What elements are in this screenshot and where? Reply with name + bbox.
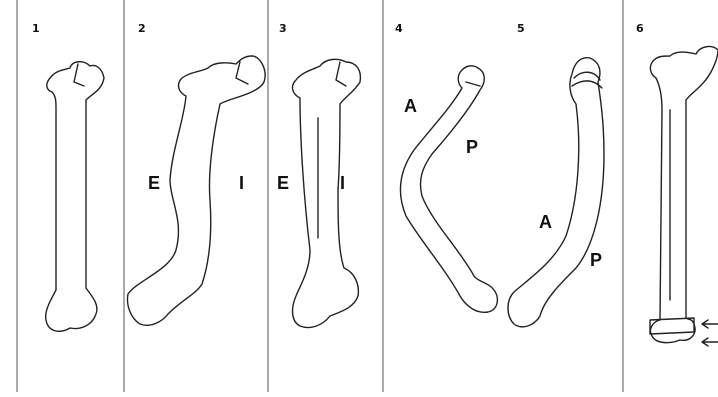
bone-3-neck [336,62,346,86]
arrow-icon [702,320,718,346]
bone-1-neck [74,64,84,86]
label-external: E [148,173,160,194]
bone-5 [508,58,604,327]
label-posterior: P [466,137,478,158]
panel-number: 3 [279,22,287,35]
bone-4-head [466,82,480,86]
bone-5-head [572,72,602,88]
panel-number: 6 [636,22,644,35]
label-internal: I [340,173,345,194]
bone-2-neck [236,62,248,84]
label-anterior: A [539,212,552,233]
panel-number: 5 [517,22,525,35]
panel-number: 4 [395,22,403,35]
label-posterior: P [590,250,602,271]
bone-3 [293,59,361,327]
bone-1 [46,62,104,332]
panel-number: 1 [32,22,40,35]
label-external: E [277,173,289,194]
bone-6 [650,47,718,343]
bone-6-cut [650,318,694,334]
label-internal: I [239,173,244,194]
panel-number: 2 [138,22,146,35]
label-anterior: A [404,96,417,117]
